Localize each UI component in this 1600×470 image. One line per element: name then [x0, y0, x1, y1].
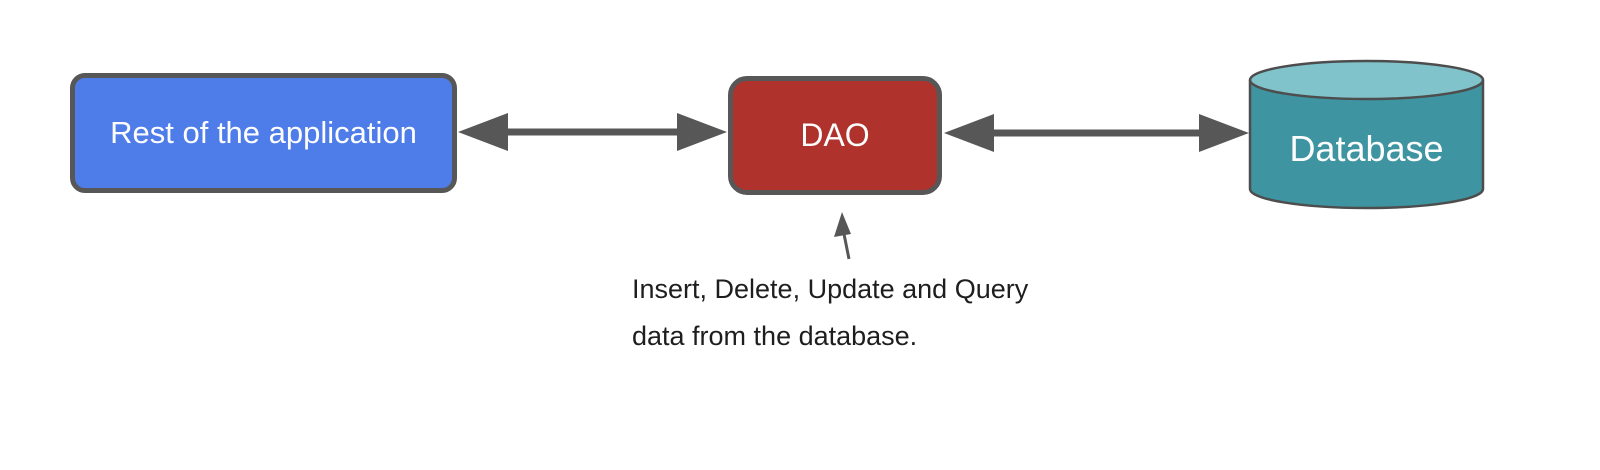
annotation-line-2: data from the database. [632, 321, 918, 351]
node-dao: DAO [728, 76, 942, 195]
node-database-label: Database [1289, 128, 1444, 169]
arrow-rest-dao [458, 113, 727, 151]
database-cylinder-top [1248, 59, 1485, 101]
node-dao-label: DAO [800, 117, 870, 153]
arrow-dao-database [944, 114, 1249, 152]
database-cylinder-body [1248, 80, 1485, 210]
database-cylinder [1248, 59, 1485, 210]
node-rest-of-application: Rest of the application [70, 73, 457, 193]
annotation-text: Insert, Delete, Update and Query data fr… [632, 266, 1028, 360]
node-rest-of-application-label: Rest of the application [110, 115, 417, 150]
annotation-arrow [834, 212, 851, 260]
annotation-line-1: Insert, Delete, Update and Query [632, 274, 1029, 304]
